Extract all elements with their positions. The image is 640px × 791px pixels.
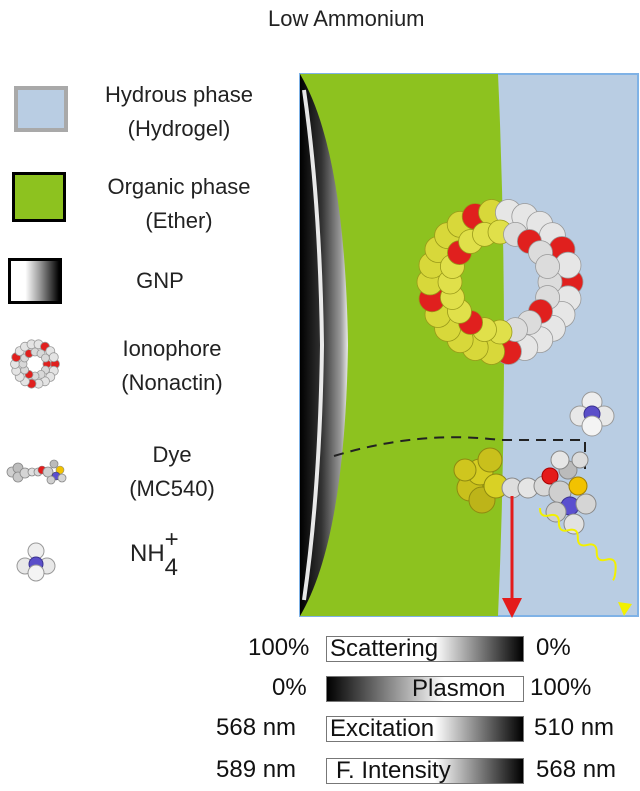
scattering-bar [326,636,524,662]
intensity-right-value: 568 nm [536,756,617,783]
excitation-right-value: 510 nm [534,714,615,741]
legend-ammonium-text: NH + 4 [130,526,179,581]
hydrous-swatch [14,86,68,132]
intensity-bar [326,758,524,784]
plasmon-label: Plasmon [412,675,506,702]
ionophore-icon [10,339,60,389]
plasmon-right-value: 100% [530,674,592,701]
ionophore-atom [41,353,50,363]
excitation-bar [326,716,524,742]
intensity-label: F. Intensity [336,757,451,784]
legend-gnp-text: GNP [136,268,184,293]
organic-swatch [12,172,66,222]
emission-arrow [538,507,632,616]
scattering-label: Scattering [330,635,439,662]
dye-icon [6,459,67,485]
scattering-left-value: 100% [248,634,310,661]
ammonium-icon [16,542,56,582]
diagram-title: Low Ammonium [268,6,425,31]
plasmon-bar [326,676,524,702]
intensity-left-value: 589 nm [216,756,297,783]
ionophore-atom [535,254,560,279]
legend-dye-text: Dye(MC540) [129,442,215,501]
excitation-left-value: 568 nm [216,714,297,741]
organic-phase-region [300,74,504,616]
gnp-swatch [8,258,62,304]
scattering-right-value: 0% [536,634,571,661]
legend-ionophore-text: Ionophore(Nonactin) [121,336,223,395]
ionophore-molecule [416,199,584,365]
ammonium-ion-molecule [569,391,615,437]
excitation-label: Excitation [330,715,435,742]
dye-molecule [453,447,597,535]
legend-hydrous-text: Hydrous phase(Hydrogel) [105,82,253,141]
membrane-illustration [299,73,639,618]
legend-organic-text: Organic phase(Ether) [107,174,251,233]
plasmon-left-value: 0% [272,674,307,701]
dye-path-dashed-line [333,436,586,470]
excitation-arrow [502,496,522,618]
